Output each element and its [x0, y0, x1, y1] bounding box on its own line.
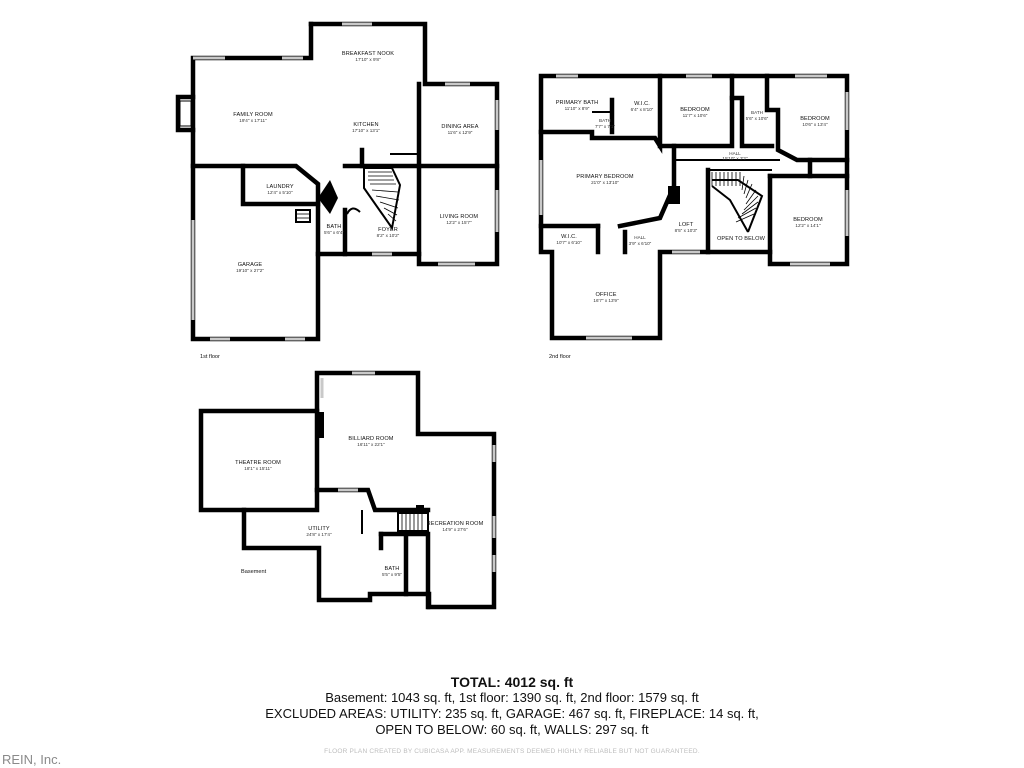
- room-dims: 19'10" x 27'2": [236, 268, 264, 273]
- room-dims: 8'2" x 10'2": [377, 233, 400, 238]
- room-dims: 12'2" x 14'1": [795, 223, 821, 228]
- basement-plan: BILLIARD ROOM 16'11" x 22'1" THEATRE ROO…: [198, 370, 497, 610]
- room-label: LIVING ROOM: [440, 214, 479, 220]
- room-label: THEATRE ROOM: [235, 460, 281, 466]
- room-dims: 7'7" x 7'1": [595, 124, 615, 129]
- room-dims: 15'10" x 3'2": [722, 156, 748, 161]
- room-label: LOFT: [679, 222, 694, 228]
- floor-label: 1st floor: [200, 354, 220, 360]
- excluded-areas: EXCLUDED AREAS: UTILITY: 235 sq. ft, GAR…: [265, 706, 759, 721]
- room-dims: 5'6" x 10'6": [746, 116, 769, 121]
- room-label: BATH: [385, 566, 400, 572]
- room-label: W.I.C.: [634, 101, 650, 107]
- room-dims: 10'6" x 13'4": [802, 122, 828, 127]
- floor-label: Basement: [241, 569, 267, 575]
- second-floor-plan: PRIMARY BATH 11'10" x 8'9" W.I.C. 6'4" x…: [538, 73, 850, 360]
- room-dims: 19'4" x 17'11": [239, 118, 267, 123]
- room-label: UTILITY: [308, 526, 330, 532]
- disclaimer: FLOOR PLAN CREATED BY CUBICASA APP. MEAS…: [324, 748, 700, 755]
- room-dims: 12'2" x 15'7": [446, 220, 472, 225]
- room-label: BATH: [327, 224, 342, 230]
- room-label: FAMILY ROOM: [233, 112, 273, 118]
- room-label: BATH: [751, 110, 763, 115]
- room-dims: 11'7" x 10'6": [683, 113, 708, 118]
- floor-label: 2nd floor: [549, 354, 571, 360]
- room-label: BREAKFAST NOOK: [342, 51, 394, 57]
- room-label: HALL: [729, 151, 741, 156]
- room-dims: 16'11" x 22'1": [357, 442, 385, 447]
- room-label: DINING AREA: [441, 124, 478, 130]
- room-dims: 17'10" x 13'1": [352, 128, 380, 133]
- room-label: OFFICE: [595, 292, 616, 298]
- room-dims: 3'9" x 6'10": [629, 241, 652, 246]
- room-label: BEDROOM: [680, 107, 710, 113]
- total-area: TOTAL: 4012 sq. ft: [450, 674, 574, 690]
- room-dims: 21'0" x 13'10": [591, 180, 619, 185]
- room-label: PRIMARY BATH: [556, 100, 599, 106]
- floor-plan-drawing: BREAKFAST NOOK 17'10" x 9'8" FAMILY ROOM…: [175, 21, 850, 610]
- room-label: OPEN TO BELOW: [717, 236, 766, 242]
- room-dims: 5'6" x 6'4": [324, 230, 344, 235]
- excluded-areas-continued: OPEN TO BELOW: 60 sq. ft, WALLS: 297 sq.…: [375, 722, 649, 737]
- room-dims: 5'5" x 9'5": [382, 572, 402, 577]
- room-dims: 14'9" x 27'6": [442, 527, 468, 532]
- room-dims: 8'5" x 10'3": [675, 228, 698, 233]
- room-dims: 6'4" x 8'10": [631, 107, 654, 112]
- room-label: KITCHEN: [353, 122, 378, 128]
- room-dims: 24'8" x 17'4": [306, 532, 332, 537]
- room-label: PRIMARY BEDROOM: [576, 174, 633, 180]
- room-label: FOYER: [378, 227, 398, 233]
- room-label: GARAGE: [238, 262, 263, 268]
- room-dims: 18'1" x 15'11": [244, 466, 272, 471]
- room-label: W.I.C.: [561, 234, 577, 240]
- room-label: BILLIARD ROOM: [348, 436, 393, 442]
- room-label: BATH: [599, 118, 611, 123]
- room-dims: 10'7" x 6'10": [556, 240, 582, 245]
- room-label: LAUNDRY: [266, 184, 293, 190]
- room-dims: 12'4" x 5'10": [267, 190, 293, 195]
- room-dims: 16'7" x 13'9": [593, 298, 619, 303]
- room-label: HALL: [634, 235, 646, 240]
- room-dims: 17'10" x 9'8": [355, 57, 381, 62]
- first-floor-plan: BREAKFAST NOOK 17'10" x 9'8" FAMILY ROOM…: [175, 21, 500, 360]
- room-dims: 11'6" x 12'9": [448, 130, 473, 135]
- watermark: REIN, Inc.: [2, 752, 62, 767]
- room-label: BEDROOM: [800, 116, 830, 122]
- room-label: RECREATION ROOM: [427, 521, 484, 527]
- floor-areas: Basement: 1043 sq. ft, 1st floor: 1390 s…: [325, 690, 699, 705]
- room-dims: 11'10" x 8'9": [565, 106, 590, 111]
- room-label: BEDROOM: [793, 217, 823, 223]
